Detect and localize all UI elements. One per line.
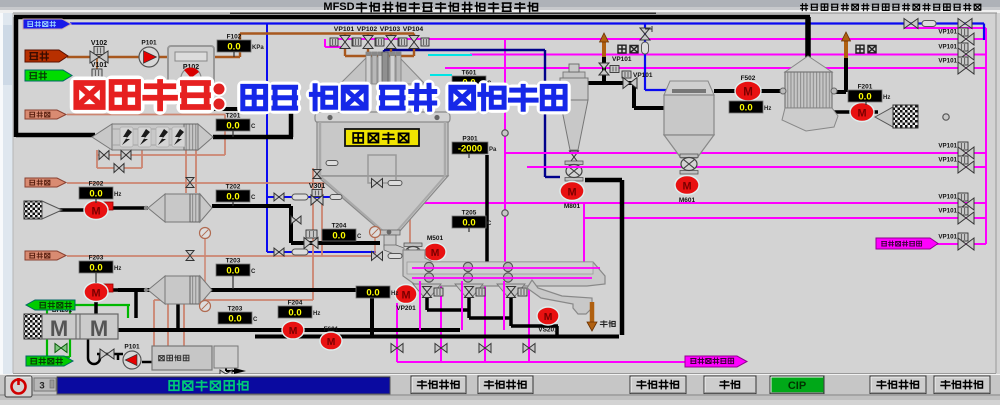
svg-text:F203: F203 xyxy=(89,255,104,262)
svg-text:M601: M601 xyxy=(679,197,696,204)
svg-text:VP101: VP101 xyxy=(938,29,957,36)
svg-text:VP102: VP102 xyxy=(357,26,378,33)
svg-text:M: M xyxy=(91,205,100,217)
svg-text:V102: V102 xyxy=(91,40,107,47)
svg-text:KPa: KPa xyxy=(252,45,264,51)
svg-text:V101: V101 xyxy=(91,62,107,69)
svg-text:M801: M801 xyxy=(564,203,581,210)
svg-text:VP101: VP101 xyxy=(938,234,957,241)
svg-text:Hz: Hz xyxy=(391,291,398,297)
svg-text:MFSD: MFSD xyxy=(323,1,354,13)
svg-text:VP104: VP104 xyxy=(403,26,424,33)
svg-text:VP101: VP101 xyxy=(938,58,957,65)
svg-text:T201: T201 xyxy=(226,113,241,120)
svg-text:M: M xyxy=(90,316,108,341)
svg-text:M: M xyxy=(327,337,336,348)
svg-text:0.0: 0.0 xyxy=(332,231,345,242)
svg-text:M: M xyxy=(431,248,440,259)
svg-text:T205: T205 xyxy=(462,210,477,217)
svg-text:M: M xyxy=(50,316,68,341)
svg-text:VP201: VP201 xyxy=(396,305,416,312)
svg-text:0.0: 0.0 xyxy=(89,263,102,274)
svg-text:0.0: 0.0 xyxy=(226,192,239,203)
svg-text:M: M xyxy=(567,186,576,198)
svg-text:T203: T203 xyxy=(226,258,241,265)
svg-text:C: C xyxy=(251,269,256,275)
svg-text:0.0: 0.0 xyxy=(462,218,475,229)
svg-text:3: 3 xyxy=(39,381,44,392)
svg-text:VP103: VP103 xyxy=(380,26,401,33)
svg-text:V301: V301 xyxy=(309,183,325,190)
svg-text:F102: F102 xyxy=(227,34,242,41)
svg-text:VP101: VP101 xyxy=(938,194,957,201)
svg-text:F601: F601 xyxy=(324,326,339,333)
svg-text:0.0: 0.0 xyxy=(89,189,102,200)
svg-text:P301: P301 xyxy=(462,136,478,143)
svg-text:VP101: VP101 xyxy=(612,56,632,63)
svg-text:M: M xyxy=(682,180,691,192)
svg-text:VP101: VP101 xyxy=(938,208,957,215)
svg-text:P101: P101 xyxy=(141,40,157,47)
svg-text:0.0: 0.0 xyxy=(366,288,379,299)
svg-text:-2000: -2000 xyxy=(458,144,482,155)
svg-text:P101: P101 xyxy=(124,344,140,351)
svg-text:VP101: VP101 xyxy=(334,26,355,33)
svg-text:F202: F202 xyxy=(89,181,104,188)
svg-text:C: C xyxy=(357,234,362,240)
svg-text:0.0: 0.0 xyxy=(226,266,239,277)
svg-text:M: M xyxy=(544,312,553,323)
svg-text:M: M xyxy=(857,107,866,119)
svg-text:0.0: 0.0 xyxy=(227,42,240,53)
svg-text:Hz: Hz xyxy=(764,106,771,112)
svg-text:0.0: 0.0 xyxy=(226,121,239,132)
svg-text:M: M xyxy=(91,287,100,299)
svg-text:0.0: 0.0 xyxy=(858,92,871,103)
svg-text:F502: F502 xyxy=(741,75,756,82)
svg-text:F204: F204 xyxy=(288,300,303,307)
svg-text:Hz: Hz xyxy=(114,192,121,198)
svg-text:C: C xyxy=(251,195,256,201)
svg-text:Pa: Pa xyxy=(489,147,497,153)
svg-text:CIP: CIP xyxy=(788,380,806,392)
svg-text:VS201: VS201 xyxy=(538,327,558,334)
svg-text:M: M xyxy=(743,87,753,99)
svg-text:C: C xyxy=(253,317,258,323)
svg-text:0.0: 0.0 xyxy=(739,103,752,114)
svg-text:0.0: 0.0 xyxy=(228,314,241,325)
svg-text:M: M xyxy=(401,289,410,301)
svg-text:VP101: VP101 xyxy=(633,72,653,79)
svg-text:Hz: Hz xyxy=(114,266,121,272)
svg-text:Hz: Hz xyxy=(313,311,320,317)
svg-text:Hz: Hz xyxy=(883,95,890,101)
svg-text:VP101: VP101 xyxy=(938,44,957,51)
svg-text:VP101: VP101 xyxy=(938,157,957,164)
svg-text:M: M xyxy=(289,326,298,337)
svg-text:T202: T202 xyxy=(226,184,241,191)
svg-text:C: C xyxy=(487,221,492,227)
svg-text:0.0: 0.0 xyxy=(288,308,301,319)
svg-text:VP101: VP101 xyxy=(938,143,957,150)
svg-text:T203: T203 xyxy=(228,306,243,313)
svg-text:T601: T601 xyxy=(462,70,477,77)
svg-text:T204: T204 xyxy=(332,223,347,230)
svg-text:M501: M501 xyxy=(427,235,444,242)
svg-text:C: C xyxy=(251,124,256,130)
svg-text:F201: F201 xyxy=(858,84,873,91)
